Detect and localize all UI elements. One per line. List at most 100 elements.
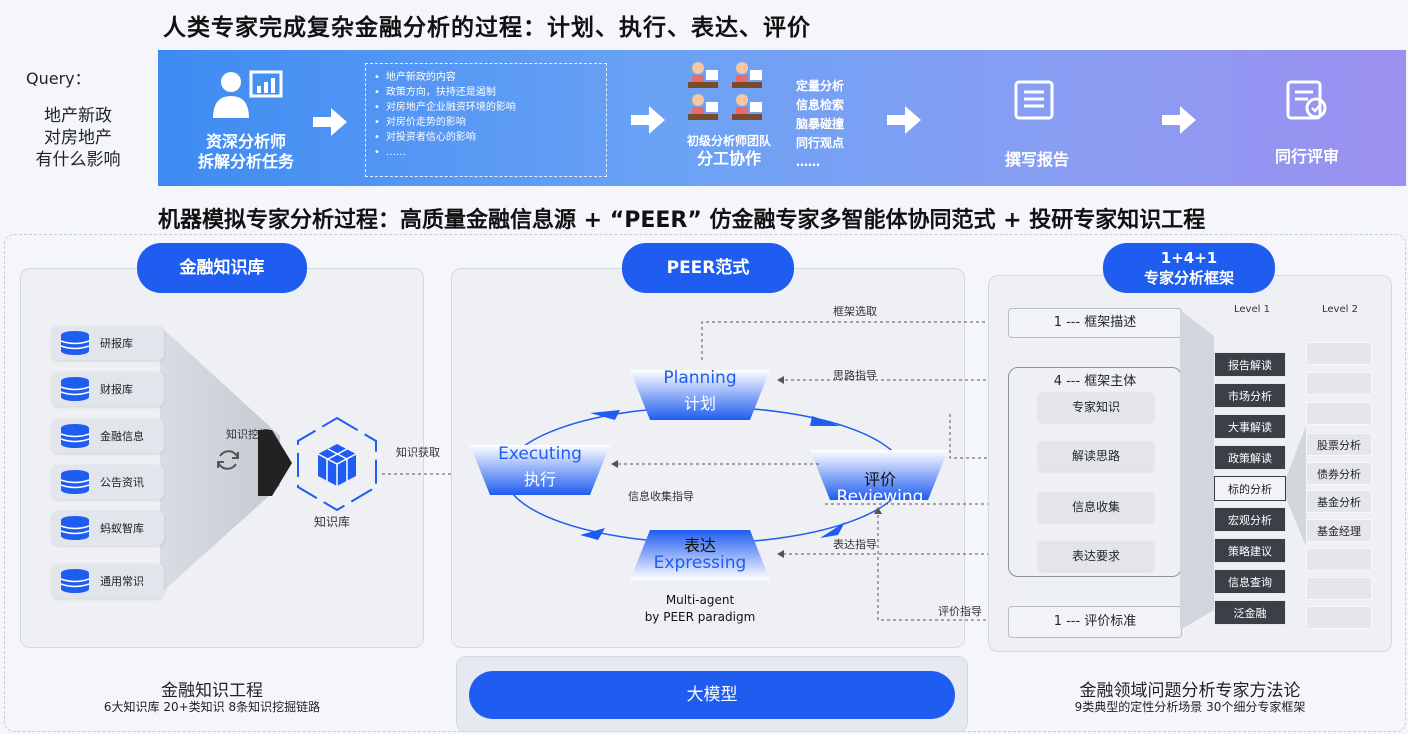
query-label: Query： (26, 69, 91, 88)
db-item-financial: 财报库 (52, 372, 164, 406)
kb-label: 知识库 (314, 515, 351, 529)
eval-guide-label: 评价指导 (938, 605, 982, 618)
frame-body-label: 4 --- 框架主体 (1053, 374, 1137, 389)
llm-pill: 大模型 (469, 671, 955, 719)
db-label: 蚂蚁智库 (100, 522, 144, 535)
db-item-ant-think-tank: 蚂蚁智库 (52, 511, 164, 545)
level2-item: 基金分析 (1306, 490, 1372, 513)
task-item: 政策方向，扶持还是遏制 (374, 85, 598, 100)
level1-item: 策略建议 (1214, 538, 1286, 563)
task-item: 对投资者信心的影响 (374, 130, 598, 145)
skill-item: 同行观点 (796, 136, 845, 150)
level2-item (1306, 372, 1372, 395)
task-item: 对房价走势的影响 (374, 115, 598, 130)
reviewing-zh: 评价 (863, 470, 896, 489)
task-item: 对房地产企业融资环境的影响 (374, 100, 598, 115)
db-item-common-sense: 通用常识 (52, 564, 164, 598)
flow-step-write: 撰写报告 (1004, 150, 1069, 169)
flow-step-peer-review: 同行评审 (1274, 147, 1339, 166)
flow-step-line: 资深分析师 (205, 132, 286, 151)
query-line: 有什么影响 (35, 150, 121, 170)
framework-footer-sub: 9类典型的定性分析场景 30个细分专家框架 (1074, 700, 1306, 714)
level1-item: 政策解读 (1214, 445, 1286, 470)
arrow-right-icon (887, 106, 921, 134)
level2-item (1306, 577, 1372, 600)
page-title: 人类专家完成复杂金融分析的过程：计划、执行、表达、评价 (163, 15, 811, 41)
funnel-shape (160, 326, 280, 594)
level2-label: Level 2 (1322, 304, 1358, 315)
eval-std-box: 1 --- 评价标准 (1008, 606, 1182, 638)
body-item: 信息收集 (1038, 492, 1154, 522)
level2-item: 债券分析 (1306, 462, 1372, 485)
task-item: 地产新政的内容 (374, 70, 598, 85)
body-item: 专家知识 (1038, 392, 1154, 422)
flow-step-team: 初级分析师团队 分工协作 (664, 132, 794, 168)
caption-line: by PEER paradigm (644, 610, 756, 624)
skill-item: …… (796, 155, 820, 169)
planning-en: Planning (663, 368, 737, 388)
level2-item: 股票分析 (1306, 433, 1372, 456)
query-text: 地产新政 对房地产 有什么影响 (8, 105, 148, 171)
flow-step-line: 分工协作 (696, 149, 761, 168)
executing-zh: 执行 (523, 470, 556, 489)
level2-connector (1286, 426, 1306, 546)
skill-item: 脑暴碰撞 (796, 117, 845, 131)
flow-step-line: 初级分析师团队 (686, 134, 771, 148)
level1-item: 市场分析 (1214, 383, 1286, 408)
acquire-label: 知识获取 (396, 446, 440, 459)
arrow-right-icon (631, 106, 665, 134)
expressing-en: Expressing (653, 553, 747, 573)
executing-en: Executing (498, 444, 582, 464)
level2-item: 基金经理 (1306, 519, 1372, 542)
idea-guide-label: 思路指导 (833, 369, 877, 382)
db-label: 公告资讯 (100, 476, 144, 489)
level1-item: 大事解读 (1214, 414, 1286, 439)
team-icon (688, 62, 762, 120)
flow-step-decompose: 资深分析师 拆解分析任务 (178, 132, 314, 172)
db-item-research: 研报库 (52, 326, 164, 360)
level1-item-selected: 标的分析 (1214, 476, 1286, 501)
level2-item (1306, 606, 1372, 629)
reviewing-en: Reviewing (836, 487, 924, 507)
analyst-icon (213, 70, 283, 118)
knowledge-cube-icon (297, 416, 377, 512)
expressing-zh: 表达 (683, 536, 716, 555)
task-item: …… (374, 145, 598, 160)
database-icon (60, 331, 90, 355)
skills-list: 定量分析 信息检索 脑暴碰撞 同行观点 …… (796, 77, 844, 172)
db-label: 财报库 (100, 383, 133, 396)
refresh-icon (217, 450, 239, 470)
db-label: 金融信息 (100, 430, 144, 443)
report-icon (1014, 80, 1054, 120)
framework-pill: 1+4+1 专家分析框架 (1103, 243, 1275, 293)
level2-item (1306, 402, 1372, 425)
level1-item: 泛金融 (1214, 600, 1286, 625)
section-title: 机器模拟专家分析过程：高质量金融信息源 + “PEER” 仿金融专家多智能体协同… (158, 208, 1206, 233)
express-guide-label: 表达指导 (833, 538, 877, 551)
frame-desc-box: 1 --- 框架描述 (1008, 308, 1182, 338)
bracket-funnel (1180, 310, 1214, 630)
planning-zh: 计划 (683, 394, 716, 413)
peer-pill: PEER范式 (622, 243, 794, 293)
database-icon (60, 424, 90, 448)
acquire-arrow (382, 470, 461, 478)
db-label: 通用常识 (100, 575, 144, 588)
flow-step-line: 拆解分析任务 (197, 152, 294, 171)
database-icon (60, 516, 90, 540)
arrow-right-icon (1162, 106, 1196, 134)
knowledge-footer-sub: 6大知识库 20+类知识 8条知识挖掘链路 (103, 700, 321, 714)
level2-item (1306, 342, 1372, 365)
skill-item: 信息检索 (796, 98, 845, 112)
db-item-info: 金融信息 (52, 419, 164, 453)
database-icon (60, 470, 90, 494)
info-guide-arrow (611, 460, 820, 468)
connector-lines (701, 318, 1020, 621)
db-label: 研报库 (100, 337, 133, 350)
query-line: 地产新政 (44, 106, 112, 126)
level1-item: 报告解读 (1214, 352, 1286, 377)
frame-select-label: 框架选取 (833, 305, 877, 318)
info-guide-label: 信息收集指导 (628, 490, 694, 503)
level1-label: Level 1 (1234, 304, 1270, 315)
level2-item (1306, 548, 1372, 571)
funnel-arrow-icon (258, 430, 292, 496)
